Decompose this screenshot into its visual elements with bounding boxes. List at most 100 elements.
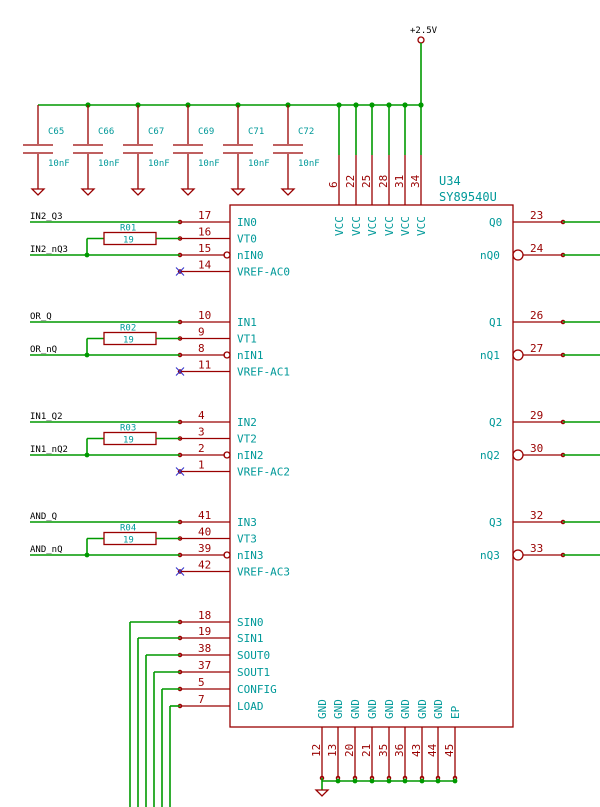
pin-label: GND [366, 699, 379, 719]
pin-number: 15 [198, 242, 211, 255]
pin-label: LOAD [237, 700, 264, 713]
pin-label: GND [399, 699, 412, 719]
pin-number: 14 [198, 259, 212, 272]
input-pins: 17IN016VT015nIN014VREF-AC0IN2_Q3IN2_nQ3R… [30, 209, 290, 579]
pin-number: 16 [198, 226, 211, 239]
resistor-value: 19 [123, 436, 134, 446]
pin-label: nIN0 [237, 249, 264, 262]
capacitor-value: 10nF [98, 159, 120, 169]
pin-number: 42 [198, 559, 211, 572]
capacitor-ref: C66 [98, 127, 114, 137]
pin-label: VCC [366, 216, 379, 236]
pin-label: IN3 [237, 516, 257, 529]
pin-number: 28 [377, 175, 390, 188]
gnd-pin-43: GND 43 [410, 699, 429, 784]
net-label-p: OR_Q [30, 312, 52, 322]
net-label-n: AND_nQ [30, 545, 63, 555]
resistor-ref: R04 [120, 524, 136, 534]
capacitor-ref: C72 [298, 127, 314, 137]
pin-label: IN0 [237, 216, 257, 229]
pin-label: VCC [415, 216, 428, 236]
pin-number: 38 [198, 642, 211, 655]
pin-label: GND [316, 699, 329, 719]
pin-number: 27 [530, 342, 543, 355]
pin-label: VCC [333, 216, 346, 236]
pin-label: nQ1 [480, 349, 500, 362]
pin-number: 41 [198, 509, 211, 522]
pin-number: 6 [327, 181, 340, 188]
power-label: +2.5V [410, 26, 438, 36]
pin-label: VREF-AC0 [237, 266, 290, 279]
pin-number: 12 [310, 744, 323, 757]
pin-number: 10 [198, 309, 211, 322]
resistor-ref: R01 [120, 224, 136, 234]
pin-label: GND [416, 699, 429, 719]
pin-number: 37 [198, 659, 211, 672]
pin-label: IN1 [237, 316, 257, 329]
pin-number: 11 [198, 359, 211, 372]
capacitor-ref: C65 [48, 127, 64, 137]
net-label-n: IN2_nQ3 [30, 245, 68, 255]
pin-number: 17 [198, 209, 211, 222]
pin-number: 45 [443, 744, 456, 757]
capacitor-ground-icon [180, 188, 196, 196]
pin-label: SOUT0 [237, 649, 270, 662]
capacitor-ground-icon [80, 188, 96, 196]
pin-number: 39 [198, 542, 211, 555]
ground-icon [314, 789, 330, 797]
pin-number: 22 [344, 175, 357, 188]
pin-number: 7 [198, 693, 205, 706]
net-label-p: AND_Q [30, 512, 57, 522]
pin-label: VCC [383, 216, 396, 236]
pin-number: 9 [198, 326, 205, 339]
pin-number: 20 [343, 744, 356, 757]
ground-pins: GND12GND13GND20GND21GND35GND36GND43GND44… [310, 699, 462, 797]
pin-label: CONFIG [237, 683, 277, 696]
pin-label: SIN1 [237, 632, 264, 645]
pin-number: 43 [410, 744, 423, 757]
capacitor-value: 10nF [198, 159, 220, 169]
pin-label: nIN3 [237, 549, 264, 562]
capacitor-ground-icon [230, 188, 246, 196]
pin-number: 18 [198, 609, 211, 622]
pin-label: Q0 [489, 216, 502, 229]
capacitor-ground-icon [130, 188, 146, 196]
net-label-n: IN1_nQ2 [30, 445, 68, 455]
pin-number: 2 [198, 442, 205, 455]
pin-number: 29 [530, 409, 543, 422]
pin-number: 44 [426, 743, 439, 757]
pin-number: 24 [530, 242, 544, 255]
capacitor-value: 10nF [298, 159, 320, 169]
pin-label: Q2 [489, 416, 502, 429]
pin-number: 3 [198, 426, 205, 439]
pin-label: VCC [399, 216, 412, 236]
pin-number: 4 [198, 409, 205, 422]
pin-label: VT2 [237, 433, 257, 446]
pin-label: VREF-AC2 [237, 466, 290, 479]
pin-label: EP [449, 705, 462, 719]
ic-reference: U34 [439, 174, 461, 188]
